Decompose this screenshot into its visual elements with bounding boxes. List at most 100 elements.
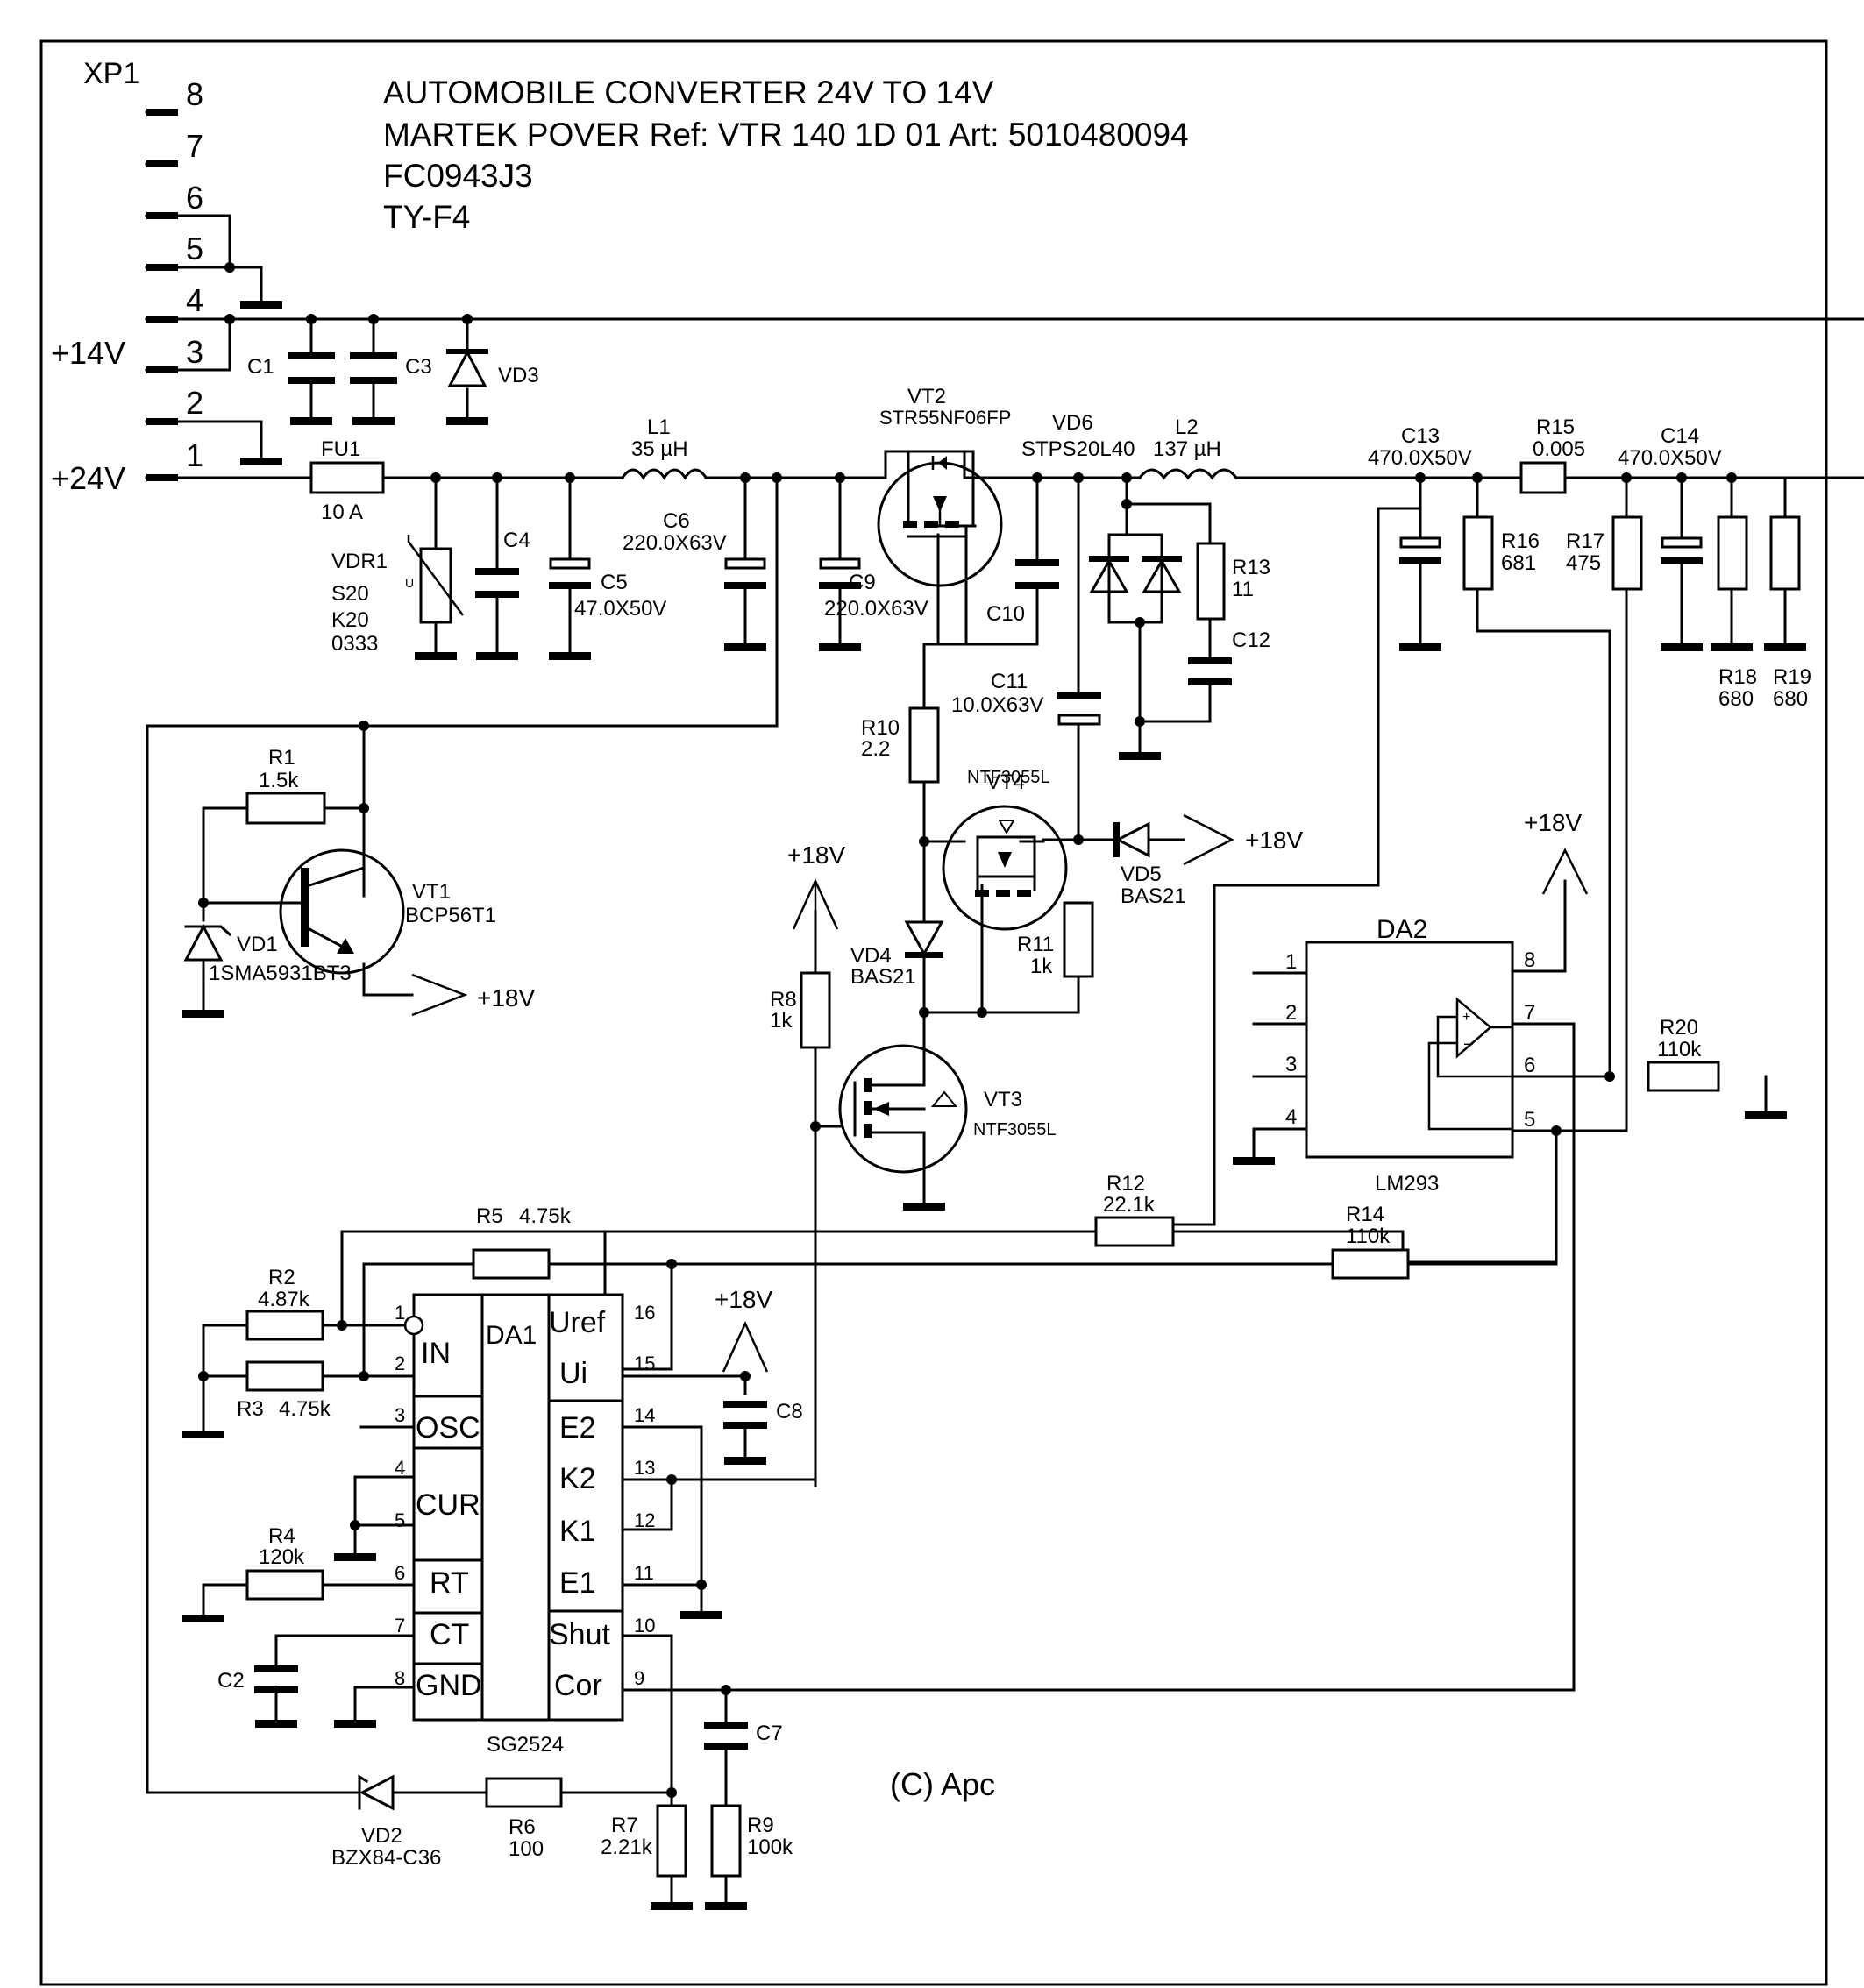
vdr1-label: VDR1 [331, 550, 388, 573]
vt1-value: BCP56T1 [405, 904, 496, 927]
connector-label: XP1 [83, 57, 139, 90]
c11-value: 10.0X63V [951, 693, 1043, 717]
fuse-fu1 [309, 461, 385, 494]
regulator-vt1: R1 1.5k VT1 BCP56T1 VD1 1SMA5931BT3 +18V [182, 721, 535, 1018]
r2-label: R2 [268, 1266, 295, 1289]
c10-label: C10 [986, 602, 1025, 626]
c14-label: C14 [1661, 424, 1699, 448]
r8-value: 1k [770, 1009, 793, 1033]
c12-label: C12 [1232, 628, 1270, 652]
da2-value: LM293 [1375, 1172, 1439, 1196]
c3-label: C3 [405, 355, 432, 379]
vdr1-line-2: K20 [331, 608, 369, 632]
da1-right-shut: Shut [549, 1618, 610, 1651]
da1-right-uref: Uref [549, 1306, 606, 1339]
ic-da1 [412, 1293, 624, 1722]
r15-value: 0.005 [1533, 437, 1585, 461]
overvoltage-feedback: VD2 BZX84-C36 R6 100 [146, 1774, 673, 1870]
da2-pin-7: 7 [1524, 1001, 1535, 1025]
c13-value: 470.0X50V [1368, 446, 1472, 470]
vd5-rail-label: +18V [1245, 827, 1303, 854]
da2-pin-4: 4 [1285, 1105, 1297, 1129]
ic-da2 [1305, 941, 1514, 1159]
r11-value: 1k [1030, 955, 1053, 978]
mosfet-vt2: VT2 STR55NF06FP [877, 385, 1011, 646]
vd1-value: 1SMA5931BT3 [209, 962, 352, 985]
da1-pin-7: 7 [395, 1615, 405, 1637]
l2-label: L2 [1175, 415, 1199, 439]
r9-value: 100k [747, 1835, 793, 1859]
r18-label: R18 [1718, 665, 1757, 689]
da1-right-e2: E2 [559, 1411, 596, 1445]
resistor-r3 [245, 1360, 324, 1392]
da2-rail-label: +18V [1524, 809, 1582, 836]
da1-pin-12: 12 [634, 1509, 655, 1531]
da1-pin-4: 4 [395, 1457, 405, 1479]
l1-value: 35 µH [631, 437, 688, 461]
da1-pin-8: 8 [395, 1667, 405, 1689]
title-block: AUTOMOBILE CONVERTER 24V TO 14V MARTEK P… [383, 75, 1189, 235]
vt1-rail-label: +18V [477, 984, 535, 1012]
c6-label: C6 [663, 509, 690, 533]
l1-label: L1 [647, 415, 671, 439]
comparator-da2: DA2 LM293 + − 1 2 3 4 [603, 809, 1787, 1692]
r16-label: R16 [1501, 529, 1540, 553]
r6-value: 100 [509, 1837, 544, 1861]
da1-left-rt: RT [430, 1566, 469, 1600]
r2-value: 4.87k [258, 1288, 310, 1311]
da2-pin-3: 3 [1285, 1053, 1297, 1076]
da2-pin-2: 2 [1285, 1001, 1297, 1025]
r5-value: 4.75k [519, 1204, 572, 1228]
da1-rail-label: +18V [715, 1286, 772, 1313]
fu1-label: FU1 [321, 437, 360, 461]
pwm-controller-da1: IN OSC CUR RT CT GND Uref Ui E2 K2 K1 E1… [182, 1266, 817, 1910]
vt4-value: NTF3055L [967, 768, 1050, 787]
vt2-value: STR55NF06FP [879, 407, 1011, 429]
r11-label: R11 [1017, 933, 1054, 956]
r1-value: 1.5k [259, 769, 299, 792]
resistor-r5 [472, 1248, 551, 1280]
r1-label: R1 [268, 746, 295, 770]
c9-value: 220.0X63V [824, 597, 928, 621]
da1-pin-13: 13 [634, 1457, 655, 1479]
opamp-minus-sign: − [1463, 1035, 1474, 1054]
xp1-pin-7: 7 [186, 128, 203, 164]
gate-driver: R10 2.2 VT4 NTF3055L +18V VD5 BAS21 R11 … [770, 706, 1303, 1487]
c9-label: C9 [849, 571, 876, 594]
r14-label: R14 [1346, 1203, 1384, 1226]
vd4-label: VD4 [850, 944, 892, 968]
resistor-r18 [1717, 515, 1748, 591]
vd6-value: STPS20L40 [1021, 437, 1135, 461]
r3-value: 4.75k [279, 1397, 331, 1421]
resistor-r15 [1519, 461, 1567, 494]
r18-value: 680 [1718, 687, 1754, 711]
resistor-r19 [1769, 515, 1801, 591]
connector-xp1: XP1 8 7 6 5 4 3 2 [51, 57, 1864, 496]
r5-label: R5 [476, 1204, 503, 1228]
xp1-pin-8: 8 [186, 76, 203, 112]
rail-label-14v: +14V [51, 335, 125, 371]
title-line-4: TY-F4 [383, 199, 470, 235]
r4-label: R4 [268, 1524, 295, 1548]
resistor-r12 [1094, 1216, 1175, 1247]
xp1-pin-2: 2 [186, 385, 203, 421]
resistor-r11 [1063, 901, 1094, 978]
c13-label: C13 [1401, 424, 1440, 448]
r8-label: R8 [770, 988, 797, 1012]
resistor-r14 [1331, 1248, 1410, 1280]
da2-pin-6: 6 [1524, 1054, 1535, 1077]
da1-pin-1: 1 [395, 1302, 405, 1324]
da2-pin-1: 1 [1285, 950, 1297, 974]
r7-value: 2.21k [601, 1835, 653, 1859]
r19-value: 680 [1773, 687, 1808, 711]
vd4-value: BAS21 [850, 965, 916, 989]
da1-right-e1: E1 [559, 1566, 596, 1600]
resistor-r9 [710, 1804, 742, 1878]
title-line-2: MARTEK POVER Ref: VTR 140 1D 01 Art: 501… [383, 117, 1189, 153]
da1-left-in: IN [421, 1337, 451, 1370]
xp1-pin-3: 3 [186, 334, 203, 370]
r3-label: R3 [237, 1397, 264, 1421]
vd3-label: VD3 [498, 364, 539, 387]
c2-label: C2 [217, 1669, 245, 1693]
da1-label: DA1 [486, 1321, 537, 1350]
